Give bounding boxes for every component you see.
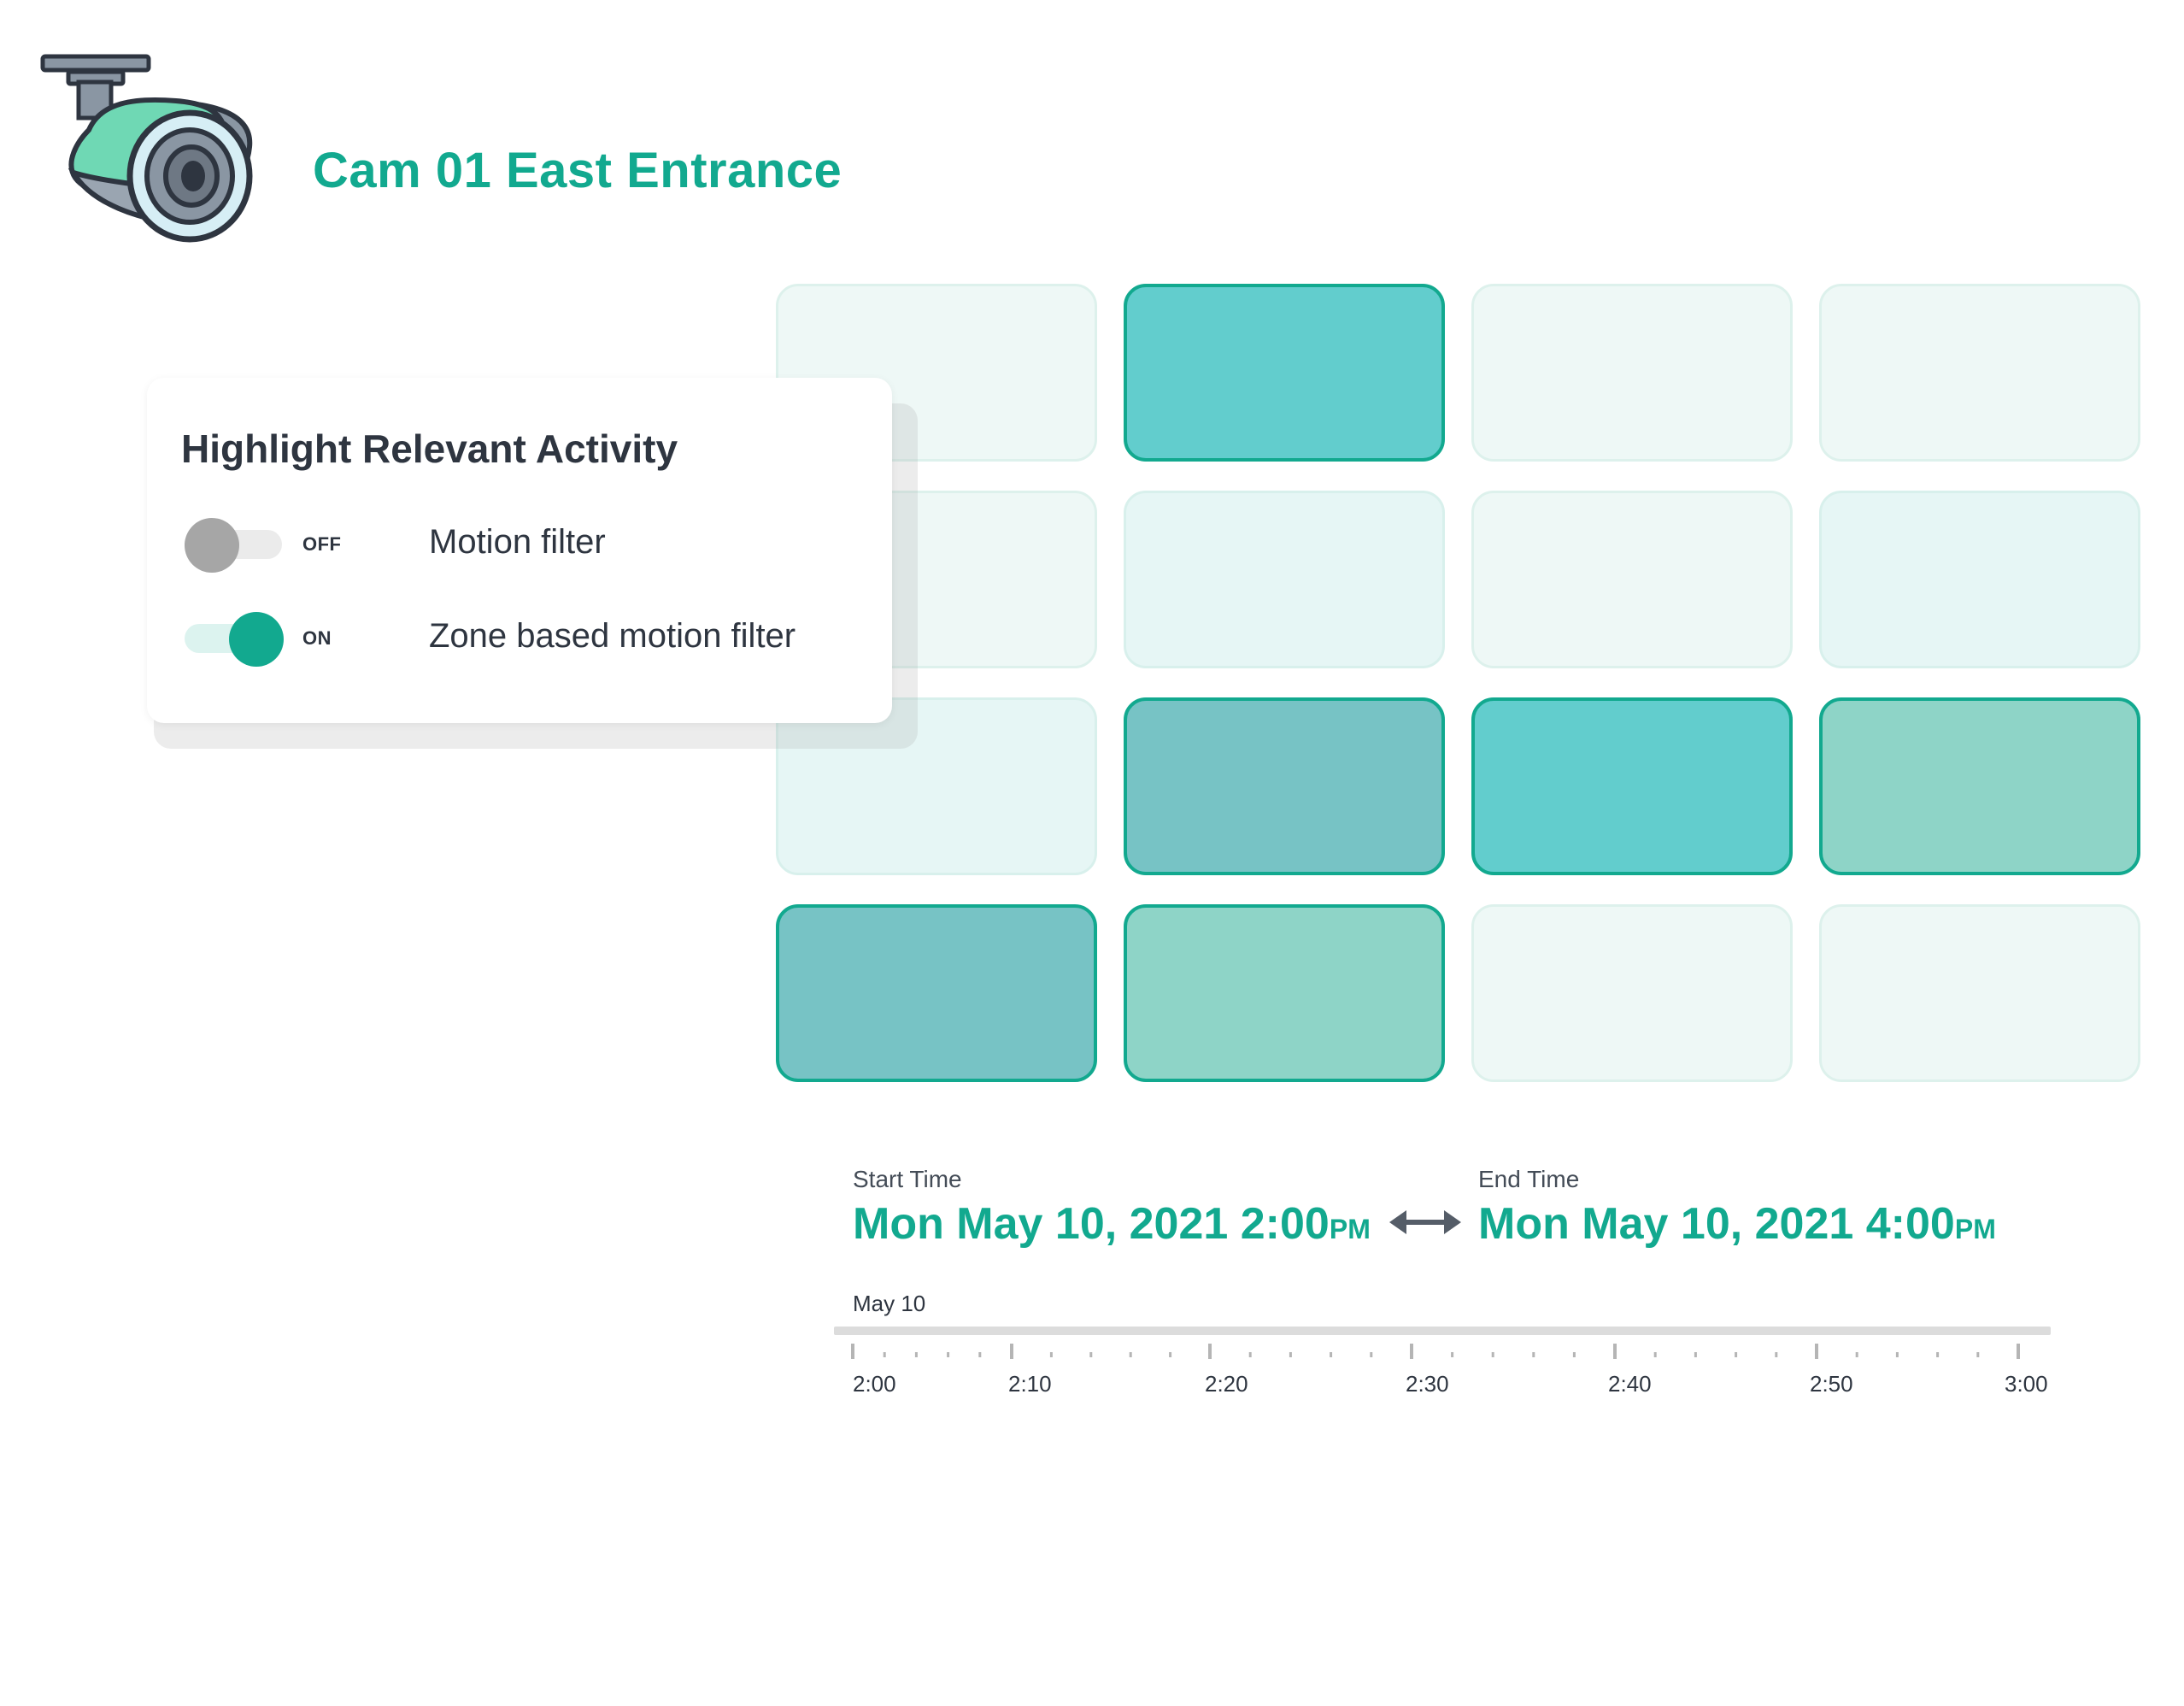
activity-tile-r4-c3[interactable] bbox=[1471, 904, 1793, 1082]
timeline-label: 2:10 bbox=[1008, 1371, 1052, 1397]
zone-filter-row: ON Zone based motion filter bbox=[185, 605, 851, 667]
motion-filter-state: OFF bbox=[302, 533, 342, 555]
activity-tile-r2-c2[interactable] bbox=[1124, 491, 1445, 668]
security-camera-icon bbox=[40, 54, 253, 243]
card-title: Highlight Relevant Activity bbox=[181, 426, 678, 471]
end-time-suffix: PM bbox=[1954, 1214, 1996, 1244]
activity-grid bbox=[776, 284, 2143, 1087]
end-time: End Time Mon May 10, 2021 4:00PM bbox=[1478, 1166, 1996, 1250]
activity-tile-r3-c1[interactable] bbox=[776, 697, 1097, 875]
activity-tile-r3-c2[interactable] bbox=[1124, 697, 1445, 875]
activity-tile-r3-c3[interactable] bbox=[1471, 697, 1793, 875]
end-time-text: Mon May 10, 2021 4:00 bbox=[1478, 1199, 1955, 1249]
zone-filter-state: ON bbox=[302, 627, 332, 649]
activity-tile-r1-c2[interactable] bbox=[1124, 284, 1445, 462]
start-time-text: Mon May 10, 2021 2:00 bbox=[853, 1199, 1330, 1249]
filter-card: Highlight Relevant Activity OFF Motion f… bbox=[147, 378, 892, 723]
timeline-label: 2:30 bbox=[1406, 1371, 1449, 1397]
zone-filter-toggle-knob[interactable] bbox=[229, 612, 284, 667]
timeline-ticks bbox=[851, 1344, 2020, 1359]
start-time-suffix: PM bbox=[1329, 1214, 1371, 1244]
start-time-value[interactable]: Mon May 10, 2021 2:00PM bbox=[853, 1198, 1371, 1250]
motion-filter-toggle-knob[interactable] bbox=[185, 518, 239, 573]
activity-tile-r3-c4[interactable] bbox=[1819, 697, 2140, 875]
timeline-date: May 10 bbox=[853, 1291, 926, 1316]
motion-filter-label: Motion filter bbox=[429, 523, 606, 561]
start-time: Start Time Mon May 10, 2021 2:00PM bbox=[853, 1166, 1371, 1250]
timeline-label: 2:00 bbox=[853, 1371, 896, 1397]
camera-title: Cam 01 East Entrance bbox=[313, 143, 842, 198]
activity-tile-r1-c3[interactable] bbox=[1471, 284, 1793, 462]
activity-tile-r2-c4[interactable] bbox=[1819, 491, 2140, 668]
activity-tile-r4-c2[interactable] bbox=[1124, 904, 1445, 1082]
activity-tile-r1-c1[interactable] bbox=[776, 284, 1097, 462]
end-time-value[interactable]: Mon May 10, 2021 4:00PM bbox=[1478, 1198, 1996, 1250]
zone-filter-label: Zone based motion filter bbox=[429, 617, 796, 655]
end-time-caption: End Time bbox=[1478, 1166, 1580, 1192]
activity-tile-r4-c1[interactable] bbox=[776, 904, 1097, 1082]
timeline-label: 3:00 bbox=[2005, 1371, 2048, 1397]
activity-tile-r2-c3[interactable] bbox=[1471, 491, 1793, 668]
timeline-label: 2:50 bbox=[1810, 1371, 1853, 1397]
start-time-caption: Start Time bbox=[853, 1166, 962, 1192]
timeline-scrubber[interactable] bbox=[834, 1327, 2051, 1335]
motion-filter-row: OFF Motion filter bbox=[185, 511, 851, 573]
double-arrow-icon bbox=[1389, 1210, 1461, 1234]
timeline-label: 2:40 bbox=[1608, 1371, 1652, 1397]
timeline-label: 2:20 bbox=[1205, 1371, 1248, 1397]
activity-tile-r4-c4[interactable] bbox=[1819, 904, 2140, 1082]
activity-tile-r1-c4[interactable] bbox=[1819, 284, 2140, 462]
